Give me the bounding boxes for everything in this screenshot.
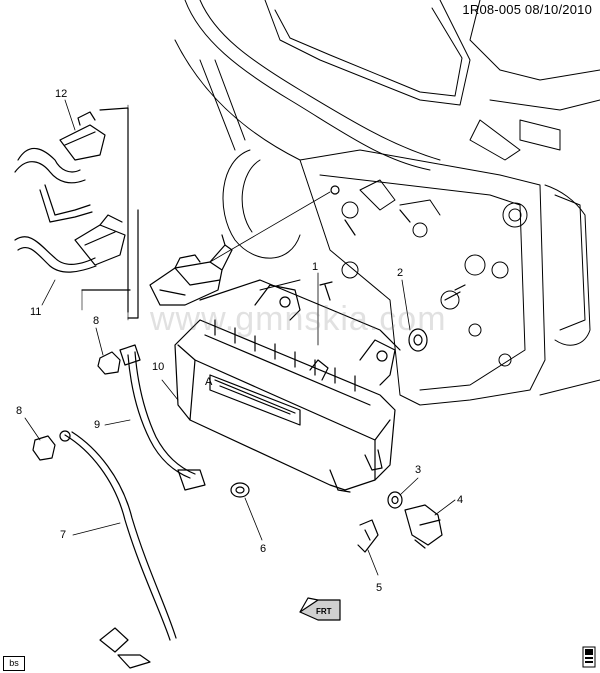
callout-3: 3 [415,464,421,476]
vent-solenoid [149,234,233,306]
callout-11: 11 [30,306,41,318]
arrow-front-icon: FRT [299,597,341,621]
callout-8-upper: 8 [93,315,99,327]
callout-5: 5 [376,582,382,594]
callout-1: 1 [312,261,318,273]
front-arrow-label: FRT [316,607,332,616]
callout-9: 9 [94,419,100,431]
callout-leaders [24,99,456,576]
callout-8-lower: 8 [16,405,22,417]
fasteners [32,209,466,553]
callout-2: 2 [397,267,403,279]
purge-hoses [64,344,206,669]
service-book-icon [582,646,596,668]
body-stud [330,185,340,195]
corner-tag: bs [3,656,25,671]
callout-10: 10 [152,361,164,373]
svg-text:A: A [205,376,213,388]
callout-labels: 1 2 3 4 5 6 7 8 8 9 10 11 12 [16,88,463,594]
connector-leader [209,191,331,263]
callout-6: 6 [260,543,266,555]
callout-4: 4 [457,494,463,506]
evap-canister: A [174,279,401,493]
callout-7: 7 [60,529,66,541]
callout-12: 12 [55,88,67,100]
vehicle-body-structure [174,0,600,406]
diagram-code: 1R08-005 08/10/2010 [462,2,592,17]
wiring-harness [14,104,139,321]
